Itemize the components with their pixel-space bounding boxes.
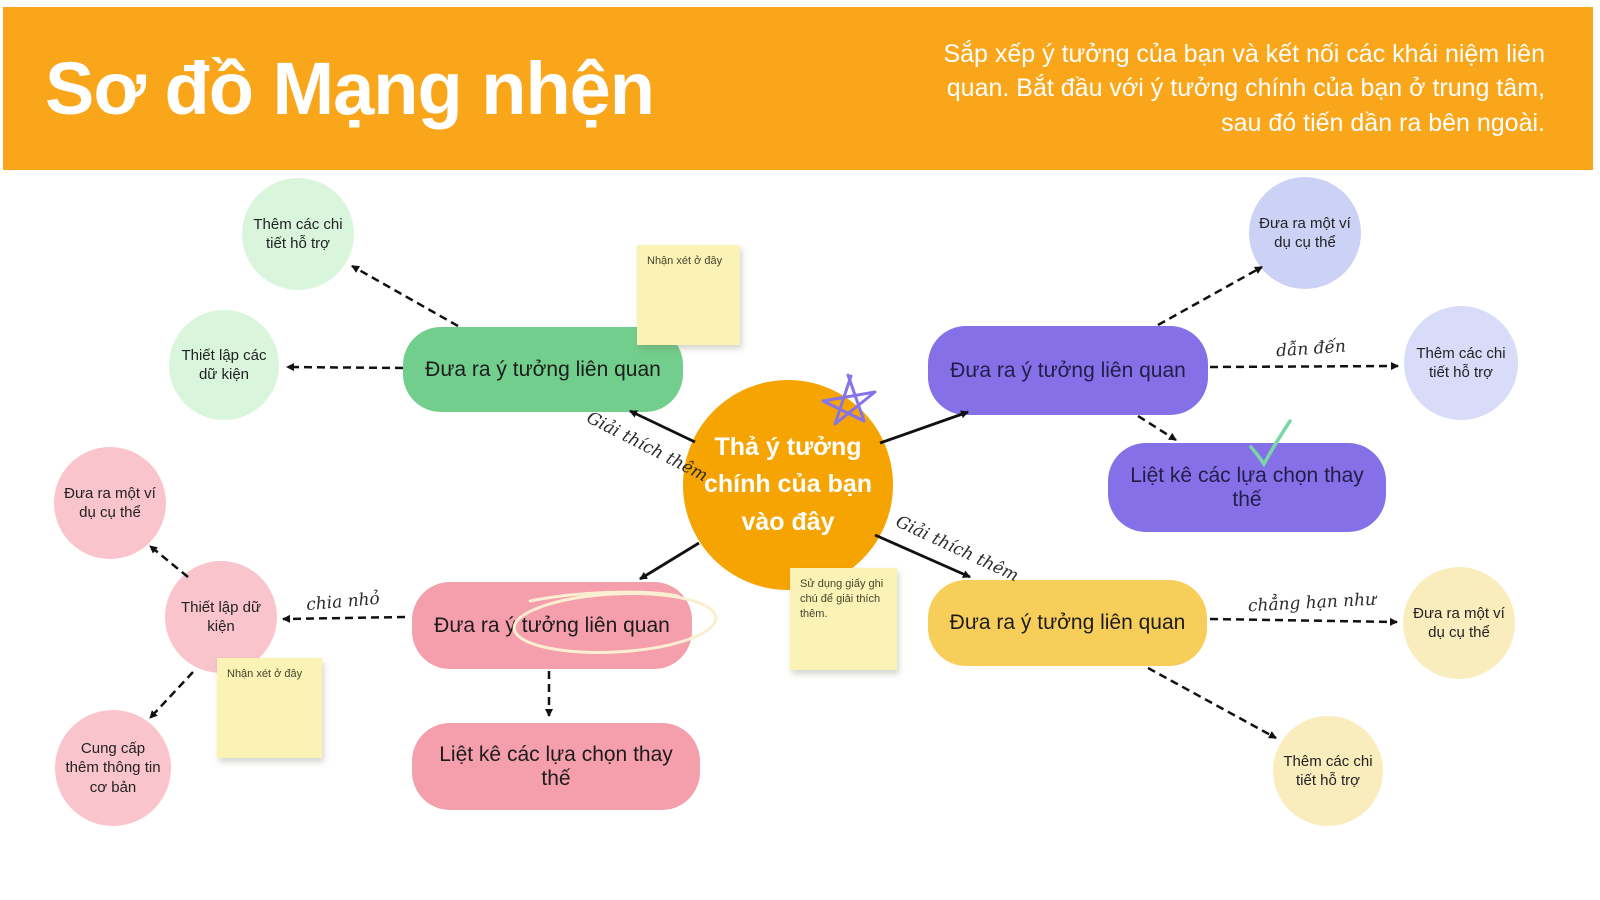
node-rect-purple-idea[interactable]: Đưa ra ý tưởng liên quan: [928, 326, 1208, 415]
edge-pink-facts-to-example-circle: [149, 545, 189, 578]
edge-purple-rect-to-detail-circle: [1209, 362, 1399, 371]
sticky-note-comment-top[interactable]: Nhận xét ở đây: [637, 245, 740, 345]
node-circle-cream-example[interactable]: Đưa ra một ví dụ cụ thể: [1403, 567, 1515, 679]
node-circle-pink-facts[interactable]: Thiết lập dữ kiện: [165, 561, 277, 673]
node-rect-purple-alternatives[interactable]: Liệt kê các lựa chọn thay thế: [1108, 443, 1386, 532]
edge-yellow-rect-to-example-circle: [1209, 617, 1398, 626]
node-rect-yellow-idea[interactable]: Đưa ra ý tưởng liên quan: [928, 580, 1207, 666]
edge-label-for-instance: chẳng hạn như: [1247, 589, 1377, 617]
node-rect-green-idea[interactable]: Đưa ra ý tưởng liên quan: [403, 327, 683, 412]
sticky-note-comment-bottom[interactable]: Nhận xét ở đây: [217, 658, 322, 758]
edge-center-to-purple-rect: [879, 410, 969, 445]
edge-pink-facts-to-background-circle: [149, 671, 194, 719]
edge-label-break-down: chia nhỏ: [305, 588, 381, 616]
sticky-note-use-notes[interactable]: Sử dụng giấy ghi chú để giải thích thêm.: [790, 568, 897, 670]
node-circle-pink-background[interactable]: Cung cấp thêm thông tin cơ bản: [55, 710, 171, 826]
page-description: Sắp xếp ý tưởng của bạn và kết nối các k…: [943, 39, 1545, 137]
center-node[interactable]: Thả ý tưởng chính của bạn vào đây: [683, 380, 893, 590]
edge-yellow-rect-to-detail-circle: [1147, 666, 1277, 740]
node-circle-purple-example[interactable]: Đưa ra một ví dụ cụ thể: [1249, 177, 1361, 289]
edge-label-leads-to: dẫn đến: [1275, 336, 1347, 362]
edge-center-to-pink-rect: [639, 541, 700, 581]
header: Sơ đồ Mạng nhện Sắp xếp ý tưởng của bạn …: [3, 7, 1593, 170]
page-title: Sơ đồ Mạng nhện: [45, 47, 655, 130]
edge-green-rect-to-detail-circle: [351, 264, 459, 328]
node-circle-green-detail[interactable]: Thêm các chi tiết hỗ trợ: [242, 178, 354, 290]
node-circle-purple-detail[interactable]: Thêm các chi tiết hỗ trợ: [1404, 306, 1518, 420]
edge-green-rect-to-facts-circle: [286, 363, 404, 372]
node-rect-pink-idea[interactable]: Đưa ra ý tưởng liên quan: [412, 582, 692, 669]
node-circle-cream-detail[interactable]: Thêm các chi tiết hỗ trợ: [1273, 716, 1383, 826]
edge-purple-rect-to-alternatives: [1137, 414, 1177, 442]
edge-pink-rect-to-facts-circle: [282, 614, 406, 623]
node-circle-green-facts[interactable]: Thiết lập các dữ kiện: [169, 310, 279, 420]
edge-purple-rect-to-example-circle: [1157, 265, 1263, 327]
node-circle-pink-example[interactable]: Đưa ra một ví dụ cụ thể: [54, 447, 166, 559]
edge-label-explain-right: Giải thích thêm: [892, 511, 1022, 587]
node-rect-pink-alternatives[interactable]: Liệt kê các lựa chọn thay thế: [412, 723, 700, 810]
